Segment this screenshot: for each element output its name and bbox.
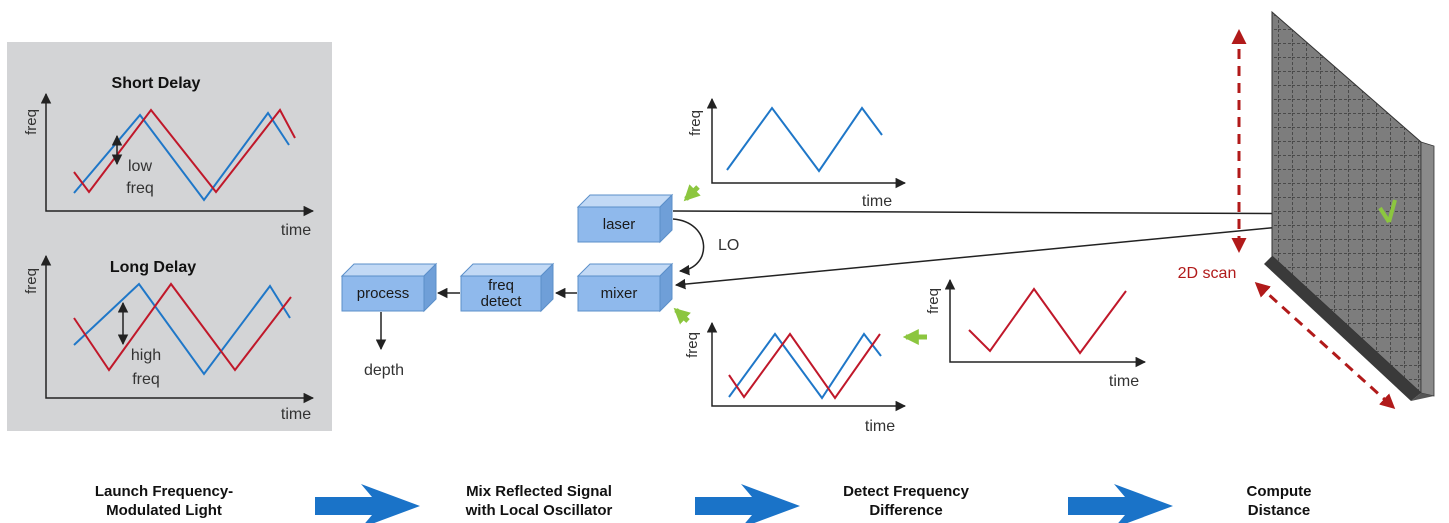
step-2-line2: with Local Oscillator bbox=[465, 502, 613, 519]
step-3-line1: Detect Frequency bbox=[843, 483, 970, 500]
scan-label: 2D scan bbox=[1178, 265, 1237, 282]
short-delay-note-line2: freq bbox=[126, 180, 154, 197]
step-2-line1: Mix Reflected Signal bbox=[466, 483, 612, 500]
long-delay-axes bbox=[40, 254, 315, 404]
tx-plot-signal bbox=[726, 106, 883, 173]
reflected-beam bbox=[674, 216, 1385, 290]
step-arrow-2 bbox=[695, 484, 800, 523]
step-1-line1: Launch Frequency- bbox=[95, 483, 233, 500]
tx-signal-indicator-arrow bbox=[683, 184, 701, 202]
mixer-block: mixer bbox=[576, 262, 674, 313]
step-3-line2: Difference bbox=[869, 502, 942, 519]
long-delay-xlabel: time bbox=[281, 406, 311, 423]
long-delay-note-line2: freq bbox=[132, 371, 160, 388]
local-oscillator-arrow bbox=[672, 218, 705, 276]
short-delay-ylabel: freq bbox=[23, 109, 40, 135]
mix-plot-transmitted-signal bbox=[728, 332, 882, 400]
rx-plot-xlabel: time bbox=[1109, 373, 1139, 390]
tx-plot-xlabel: time bbox=[862, 193, 892, 210]
long-delay-received-signal bbox=[73, 282, 292, 372]
short-delay-title: Short Delay bbox=[112, 75, 201, 92]
target-surface bbox=[1264, 10, 1435, 401]
mix-plot-axes bbox=[706, 321, 907, 412]
laser-block: laser bbox=[576, 193, 674, 244]
tx-plot-ylabel: freq bbox=[687, 110, 704, 136]
long-delay-note-line1: high bbox=[131, 347, 161, 364]
step-arrow-3 bbox=[1068, 484, 1173, 523]
rx-plot-signal bbox=[968, 287, 1127, 355]
tx-plot-axes bbox=[706, 97, 907, 189]
mix-plot-xlabel: time bbox=[865, 418, 895, 435]
mix-plot-received-signal bbox=[728, 332, 881, 400]
short-delay-note-line1: low bbox=[128, 158, 152, 175]
long-delay-ylabel: freq bbox=[23, 268, 40, 294]
lo-label: LO bbox=[718, 237, 739, 254]
rx-plot-axes bbox=[944, 278, 1147, 368]
step-4-line2: Distance bbox=[1248, 502, 1311, 519]
long-delay-transmitted-signal bbox=[73, 282, 291, 376]
short-delay-xlabel: time bbox=[281, 222, 311, 239]
process-block: process bbox=[340, 262, 438, 313]
laser-spot-marker bbox=[1387, 199, 1397, 223]
rx-plot-ylabel: freq bbox=[925, 288, 942, 314]
mix-plot-ylabel: freq bbox=[684, 332, 701, 358]
horizontal-scan-arrow bbox=[1254, 281, 1396, 410]
mixer-label: mixer bbox=[601, 285, 638, 302]
laser-label: laser bbox=[603, 216, 636, 233]
mix-signal-indicator-arrow bbox=[673, 307, 691, 325]
step-arrow-1 bbox=[315, 484, 420, 523]
freq-detect-label-line1: freq bbox=[488, 277, 514, 294]
step-4-line1: Compute bbox=[1247, 483, 1312, 500]
process-label: process bbox=[357, 285, 410, 302]
transmitted-beam bbox=[672, 208, 1386, 220]
freq-detect-label-line2: detect bbox=[481, 293, 523, 310]
step-1-line2: Modulated Light bbox=[106, 502, 222, 519]
short-delay-received-signal bbox=[73, 108, 296, 194]
short-delay-axes bbox=[40, 92, 315, 217]
depth-label: depth bbox=[364, 362, 404, 379]
freq-detect-block: freq detect bbox=[459, 262, 555, 313]
long-delay-title: Long Delay bbox=[110, 259, 196, 276]
